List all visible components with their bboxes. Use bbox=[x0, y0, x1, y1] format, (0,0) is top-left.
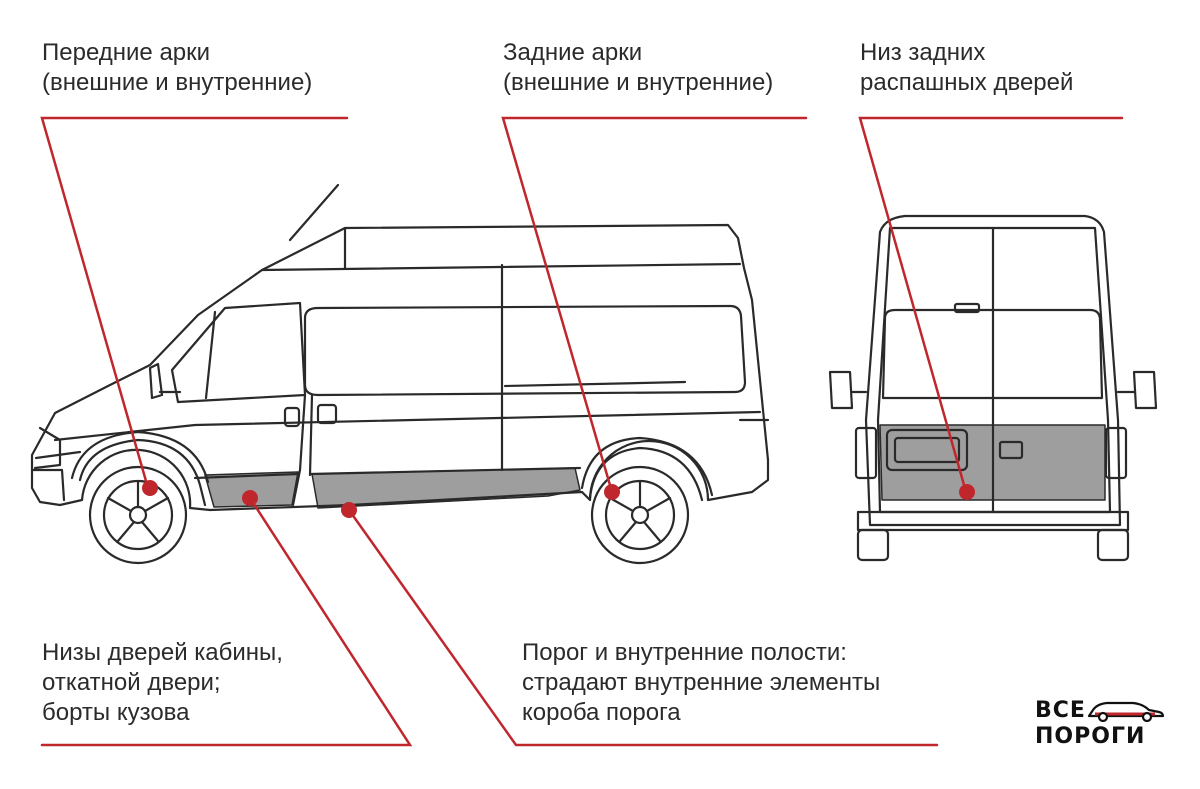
label-door-bottoms-line1: Низы дверей кабины, bbox=[42, 639, 283, 666]
label-front-arches: Передние арки (внешние и внутренние) bbox=[42, 38, 312, 98]
leader-front-arches bbox=[40, 116, 349, 490]
label-sill-line1: Порог и внутренние полости: bbox=[522, 639, 847, 666]
front-wheel bbox=[88, 465, 188, 565]
label-rear-doors-line2: распашных дверей bbox=[860, 69, 1074, 96]
dot-rear-arches bbox=[604, 484, 620, 500]
leader-rear-doors bbox=[858, 116, 1124, 494]
label-front-arches-line2: (внешние и внутренние) bbox=[42, 69, 313, 96]
cab-door-handle bbox=[283, 406, 301, 428]
label-rear-doors-line1: Низ задних bbox=[860, 39, 986, 66]
rear-wheel bbox=[590, 465, 690, 565]
label-rear-arches-line1: Задние арки bbox=[503, 39, 643, 66]
dot-door-bottoms bbox=[242, 490, 258, 506]
car-icon bbox=[1087, 701, 1165, 722]
callout-dots bbox=[142, 480, 975, 518]
label-sill-line3: короба порога bbox=[522, 699, 681, 726]
rear-left-tyre bbox=[856, 528, 890, 562]
label-rear-doors: Низ задних распашных дверей bbox=[860, 38, 1073, 98]
rear-right-tyre bbox=[1096, 528, 1130, 562]
front-arch bbox=[78, 438, 207, 507]
van-side-view bbox=[30, 183, 770, 565]
label-front-arches-line1: Передние арки bbox=[42, 39, 211, 66]
logo-line2: ПОРОГИ bbox=[1035, 724, 1146, 749]
rear-arch bbox=[588, 446, 704, 502]
dot-rear-doors bbox=[959, 484, 975, 500]
leader-sill bbox=[347, 508, 939, 747]
van-rear-view bbox=[828, 214, 1158, 562]
brand-logo: ВСЕ ПОРОГИ bbox=[1035, 700, 1165, 750]
label-sill-line2: страдают внутренние элементы bbox=[522, 669, 881, 696]
leader-rear-arches bbox=[501, 116, 808, 494]
label-rear-arches-line2: (внешние и внутренние) bbox=[503, 69, 774, 96]
label-door-bottoms: Низы дверей кабины, откатной двери; борт… bbox=[42, 638, 283, 728]
label-door-bottoms-line2: откатной двери; bbox=[42, 669, 221, 696]
label-door-bottoms-line3: борты кузова bbox=[42, 699, 190, 726]
leader-door-bottoms bbox=[40, 496, 413, 747]
side-window bbox=[303, 304, 747, 397]
rear-window bbox=[881, 308, 1104, 400]
side-mirror bbox=[148, 362, 164, 400]
callout-lines bbox=[40, 116, 1124, 747]
label-sill: Порог и внутренние полости: страдают вну… bbox=[522, 638, 880, 728]
logo-line1: ВСЕ bbox=[1035, 698, 1086, 723]
plate-recess bbox=[885, 428, 969, 472]
slide-door-handle bbox=[316, 403, 338, 425]
dot-front-arches bbox=[142, 480, 158, 496]
dot-sill bbox=[341, 502, 357, 518]
label-rear-arches: Задние арки (внешние и внутренние) bbox=[503, 38, 773, 98]
